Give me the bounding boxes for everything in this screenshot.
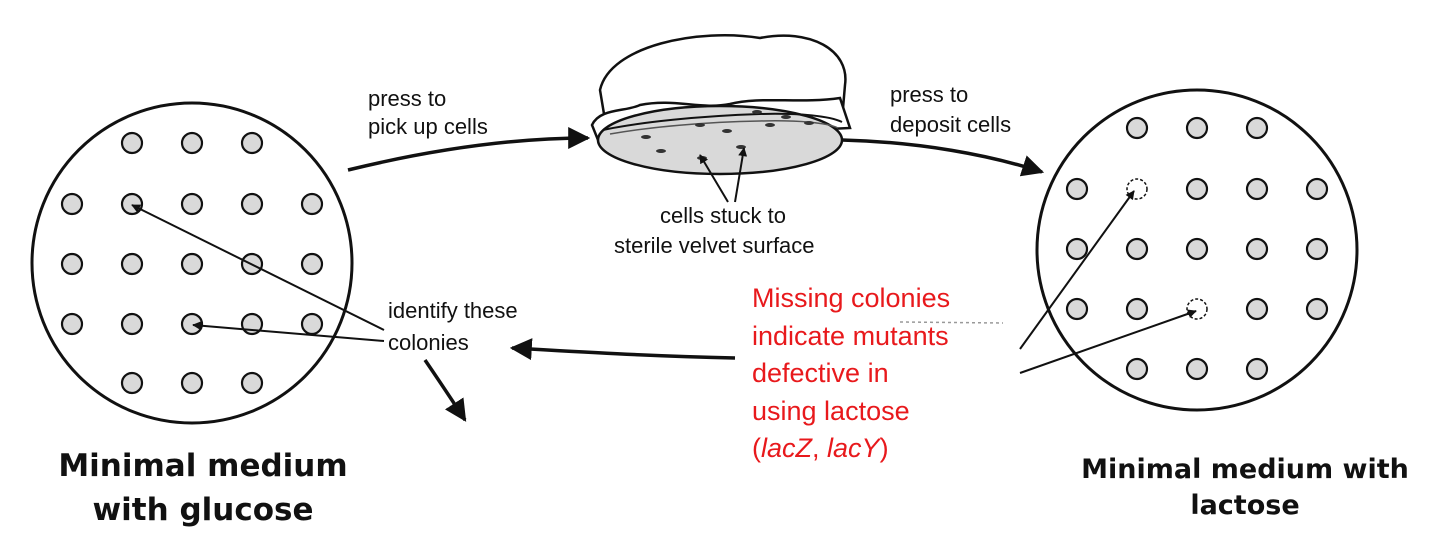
note-line-3: defective in [752, 358, 889, 388]
colony [1245, 177, 1269, 201]
colony [1185, 116, 1209, 140]
colony [1245, 297, 1269, 321]
colony [1185, 237, 1209, 261]
note-line-5: (lacZ, lacY) [752, 433, 889, 463]
colony [240, 131, 264, 155]
colony [120, 192, 144, 216]
glucose-caption-line2: with glucose [92, 492, 314, 528]
colony [1065, 297, 1089, 321]
deposit-arrow [841, 138, 1045, 177]
colony [1245, 116, 1269, 140]
press-pick-label-line2: pick up cells [368, 114, 488, 139]
colony [1185, 357, 1209, 381]
note-guide-line [899, 321, 1004, 324]
colony [180, 192, 204, 216]
colony [180, 312, 204, 336]
cells-stuck-pointer [699, 154, 729, 203]
colony [120, 131, 144, 155]
colony [1125, 237, 1149, 261]
colony [300, 312, 324, 336]
note-line-4: using lactose [752, 395, 910, 426]
colony [1125, 116, 1149, 140]
colony [120, 312, 144, 336]
missing-colony [1186, 298, 1208, 320]
identify-label-line1: identify these [388, 298, 518, 323]
colony [240, 192, 264, 216]
colony [1305, 177, 1329, 201]
gene-lacy: lacY [827, 433, 880, 463]
velvet-cells [641, 110, 814, 160]
lactose-plate [1035, 88, 1359, 412]
identify-pointer [192, 321, 385, 342]
colony [300, 252, 324, 276]
press-deposit-label-line1: press to [890, 82, 969, 107]
note-line-2: indicate mutants [752, 320, 949, 351]
downward-arrow [423, 359, 467, 422]
press-deposit-label-line2: deposit cells [890, 112, 1012, 137]
colony [180, 252, 204, 276]
lactose-plate-caption: Minimal medium with lactose [1065, 452, 1425, 524]
colony [1245, 357, 1269, 381]
colony [300, 192, 324, 216]
note-line-1: Missing colonies [752, 283, 951, 313]
lactose-caption-line1: Minimal medium with [1081, 454, 1409, 485]
missing-colony-pointer [1019, 309, 1197, 374]
glucose-plate [30, 101, 354, 425]
colony [1065, 237, 1089, 261]
gene-lacz: lacZ [761, 433, 813, 463]
colony [60, 312, 84, 336]
cells-stuck-label-line1: cells stuck to [660, 203, 786, 228]
colony [1125, 297, 1149, 321]
pick-up-arrow [347, 127, 591, 172]
press-pick-label-line1: press to [368, 86, 447, 111]
colony [1185, 177, 1209, 201]
velvet-block [590, 33, 852, 176]
note-to-identify-arrow [509, 338, 736, 361]
missing-colonies-note: Missing colonies indicate mutants defect… [752, 280, 950, 468]
lactose-caption-line2: lactose [1190, 490, 1300, 521]
colony [120, 252, 144, 276]
colony [1245, 237, 1269, 261]
glucose-plate-caption: Minimal medium with glucose [28, 444, 378, 532]
missing-colony-pointer [1019, 190, 1135, 350]
colony [240, 371, 264, 395]
colony [60, 252, 84, 276]
colony [180, 371, 204, 395]
colony [1125, 357, 1149, 381]
identify-pointer [131, 204, 385, 331]
glucose-caption-line1: Minimal medium [58, 448, 348, 484]
colony [180, 131, 204, 155]
colony [60, 192, 84, 216]
colony [1305, 297, 1329, 321]
colony [1305, 237, 1329, 261]
colony [1065, 177, 1089, 201]
colony [120, 371, 144, 395]
cells-stuck-label-line2: sterile velvet surface [614, 233, 815, 258]
identify-label-line2: colonies [388, 330, 469, 355]
cells-stuck-pointer [734, 147, 748, 203]
